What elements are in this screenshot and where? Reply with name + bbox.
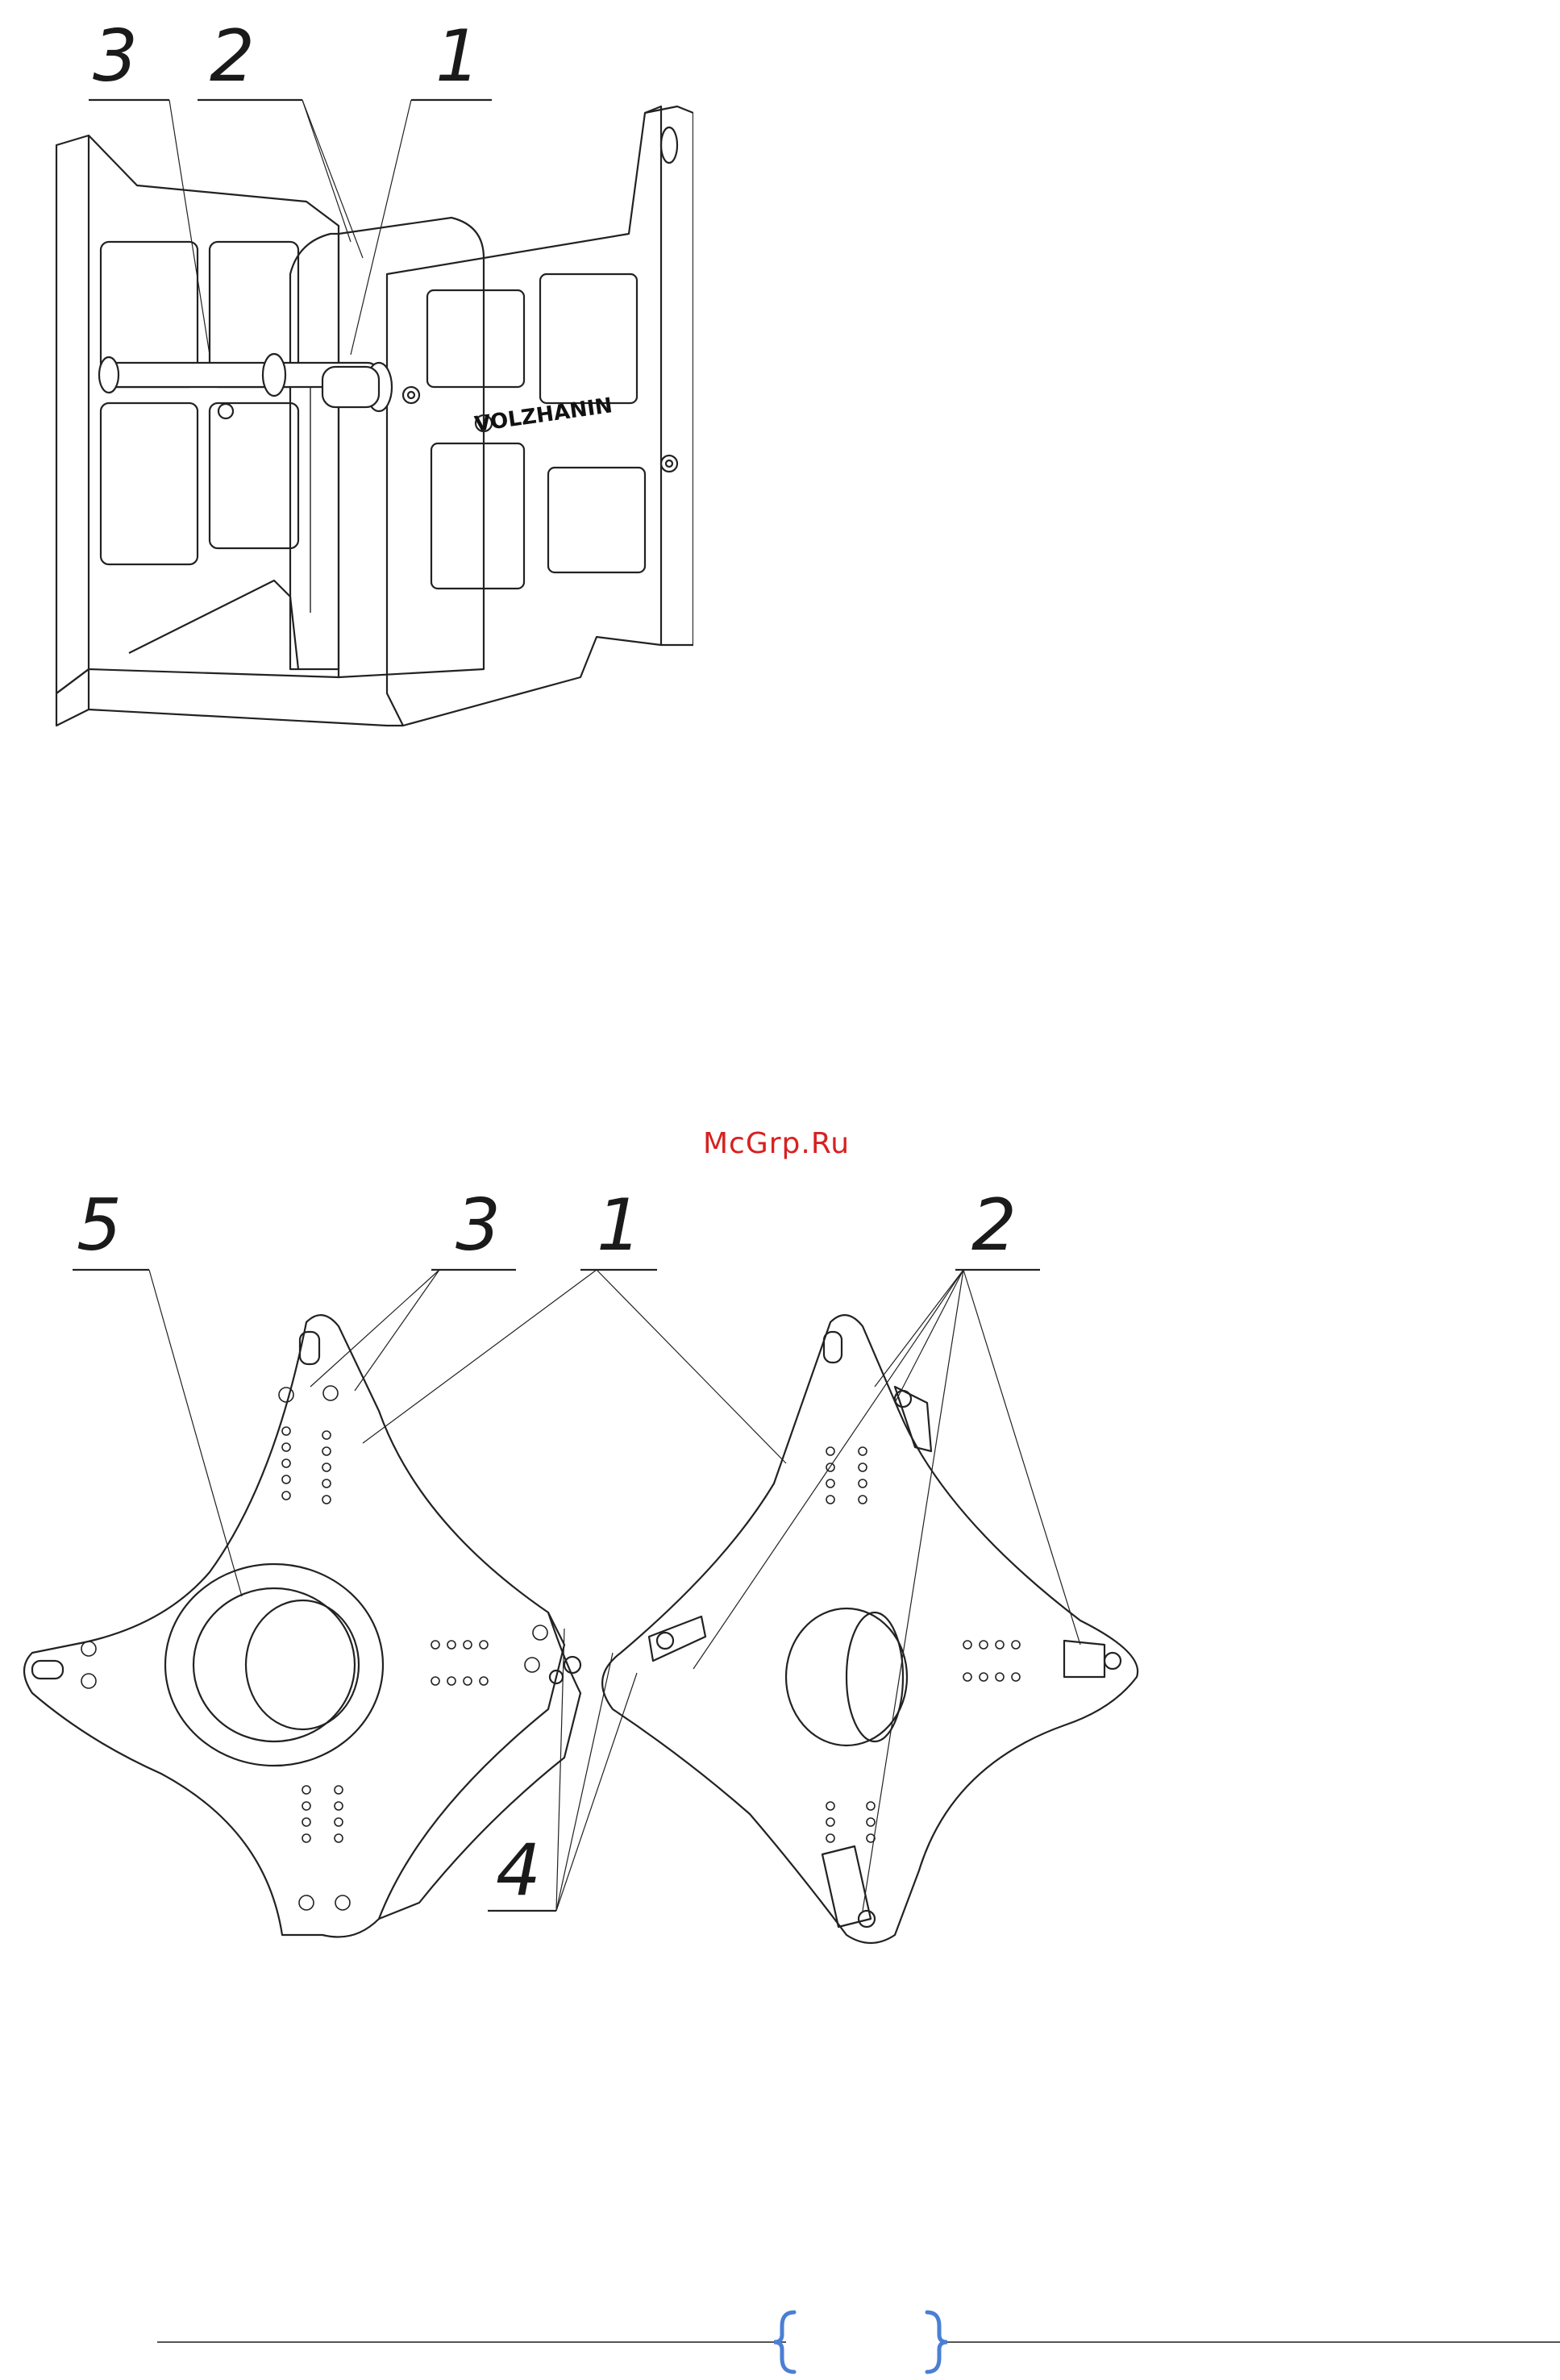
callout-2: 2 [210, 15, 255, 98]
bracket-right [927, 2312, 947, 2372]
callout-4: 4 [496, 1829, 541, 1912]
callout-1: 1 [435, 15, 480, 98]
brand-label: VOLZHANIN [473, 393, 614, 437]
callout-1: 1 [597, 1184, 642, 1267]
callout-3: 3 [93, 15, 138, 98]
callout-2: 2 [971, 1184, 1017, 1267]
callout-5: 5 [77, 1184, 122, 1267]
figure-mounting-plates: 5 3 1 2 4 [0, 1145, 1560, 1983]
footer-rule [0, 2306, 1560, 2378]
figure-frame-stand: VOLZHANIN 3 2 1 [32, 0, 693, 742]
callout-3: 3 [456, 1184, 501, 1267]
